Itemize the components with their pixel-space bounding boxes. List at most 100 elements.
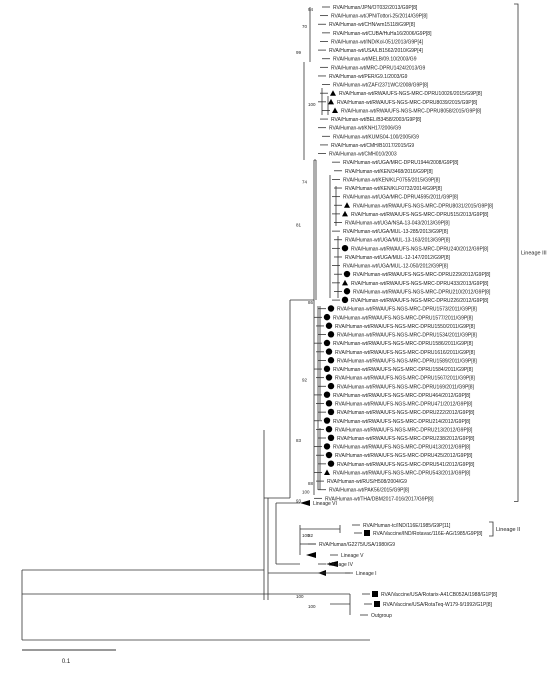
taxon-label: RVA/Human-wt/RWA/UFS-NGS-MRC-DPRU1589/20…	[337, 358, 477, 364]
circle-marker	[327, 460, 335, 467]
triangle-marker	[342, 210, 348, 217]
taxon-label: RVA/Human-wt/RWA/UFS-NGS-MRC-DPRU433/201…	[351, 281, 489, 287]
taxon-label: RVA/Human-wt/RWA/UFS-NGS-MRC-DPRU1584/20…	[333, 367, 473, 373]
circle-marker	[327, 434, 335, 441]
taxon-label: RVA/Human-wt/RWA/UFS-NGS-MRC-DPRU1616/20…	[335, 350, 475, 356]
bootstrap-value: 100	[308, 102, 316, 107]
circle-marker	[323, 443, 331, 450]
taxon-label: RVA/Vaccine/IND/Rotavac/116E-AG/1985/G9P…	[373, 531, 483, 537]
triangle-marker	[342, 279, 348, 286]
taxon-label: RVA/Human-wt/JPN/Tottori-25/2014/G9P[8]	[331, 14, 428, 20]
bootstrap-value: 74	[302, 179, 308, 184]
scale-bar: 0.1	[22, 649, 116, 665]
taxon-label: RVA/Human-wt/CMH010/2003	[329, 152, 397, 158]
taxon-label: RVA/Human-wt/UGA/MUL-13-285/2013/G9P[8]	[343, 229, 448, 235]
taxon-label: RVA/Human-wt/RWA/UFS-NGS-MRC-DPRU1586/20…	[333, 341, 473, 347]
circle-marker	[323, 313, 331, 321]
taxon-label: RVA/Human-wt/RWA/UFS-NGS-MRC-DPRU213/201…	[335, 427, 473, 433]
bootstrap-value: 70	[302, 24, 308, 29]
taxon-labels: RVA/Human/JPN/OT032/2013/G9P[8] RVA/Human…	[313, 5, 498, 619]
taxon-label: RVA/Human/G2275/USA/1980/G9	[319, 542, 395, 548]
bootstrap-value: 93	[296, 498, 302, 503]
circle-marker	[323, 365, 331, 373]
circle-marker	[325, 374, 333, 381]
taxon-label: Lineage V	[341, 553, 364, 559]
taxon-label: RVA/Human-wt/RWA/UFS-NGS-MRC-DPRU238/201…	[337, 436, 475, 442]
taxon-label: RVA/Human-wt/RWA/UFS-NGS-MRC-DPRU8031/20…	[353, 203, 494, 209]
circle-marker	[323, 339, 331, 347]
triangle-marker	[328, 98, 334, 105]
circle-marker	[325, 322, 333, 329]
lineage-bracket	[489, 521, 494, 537]
taxon-label: RVA/Human-wt/PER/G9.1/2003/G9	[329, 74, 408, 80]
taxon-label: RVA/Human-wt/CMH/B1017/2015/G9	[331, 143, 414, 149]
taxon-label: RVA/Vaccine/USA/Rotarix-A41CB052A/1988/G…	[381, 592, 498, 598]
taxon-label: RVA/Human-tc/IND/116E/1985/G9P[11]	[363, 523, 451, 529]
circle-marker	[327, 408, 335, 416]
circle-marker	[327, 305, 335, 312]
taxon-label: RVA/Human-wt/UGA/MUL-13-163/2013/G9P[8]	[345, 238, 450, 244]
taxon-label: RVA/Human-wt/UGA/MRC-DPRU4595/2011/G9P[8…	[343, 195, 459, 201]
taxon-label: RVA/Human-wt/RWA/UFS-NGS-MRC-DPRU515/201…	[351, 212, 489, 218]
bootstrap-value: 100	[308, 604, 316, 609]
bootstrap-value: 99	[296, 50, 302, 55]
taxon-label: RVA/Human/JPN/OT032/2013/G9P[8]	[333, 5, 418, 11]
taxon-label: RVA/Human-wt/RWA/UFS-NGS-MRC-DPRU169/201…	[337, 384, 475, 390]
taxon-label: RVA/Human-wt/USA/LB1562/2010/G9P[4]	[329, 48, 423, 54]
taxon-label: RVA/Human-wt/RWA/UFS-NGS-MRC-DPRU471/201…	[335, 402, 473, 408]
bootstrap-value: 100	[302, 490, 310, 495]
taxon-label: Lineage I	[356, 571, 377, 577]
square-marker	[374, 601, 380, 607]
taxon-label: RVA/Human-wt/RWA/UFS-NGS-MRC-DPRU1567/20…	[335, 376, 475, 382]
taxon-label: RVA/Human-wt/RWA/UFS-NGS-MRC-DPRU226/201…	[351, 298, 489, 304]
collapsed-clade-triangle	[306, 552, 316, 558]
taxon-label: RVA/Human-wt/THA/DBM2017-016/2017/G9P[8]	[325, 496, 434, 502]
taxon-label: RVA/Human-wt/RWA/UFS-NGS-MRC-DPRU464/201…	[333, 393, 471, 399]
taxon-label: Lineage IV	[329, 562, 354, 568]
lineage-bracket	[514, 3, 519, 502]
bootstrap-value: 100	[302, 533, 310, 538]
taxon-label: RVA/Human-wt/RWA/UFS-NGS-MRC-DPRU10026/2…	[339, 91, 483, 97]
taxon-label: RVA/Human-wt/KUMS04-100/2005/G9	[333, 134, 419, 140]
circle-marker	[341, 296, 349, 304]
taxon-label: Lineage VI	[313, 501, 337, 507]
taxon-label: RVA/Human-wt/ZAF/2371WC/2008/G9P[8]	[333, 83, 429, 89]
taxon-label: RVA/Human-wt/RWA/UFS-NGS-MRC-DPRU222/201…	[337, 410, 475, 416]
taxon-label: RVA/Human-wt/UGA/MRC-DPRU1944/2008/G9P[8…	[343, 160, 459, 166]
circle-marker	[323, 391, 331, 398]
lineage-bracket-label: Lineage III	[521, 251, 547, 257]
taxon-label: RVA/Human-wt/KEN/3468/2016/G9P[8]	[345, 169, 433, 175]
collapsed-clade-triangle	[300, 500, 310, 506]
bootstrap-value: 86	[308, 300, 314, 305]
taxon-label: RVA/Human-wt/CHN/wm15118/G9P[8]	[329, 22, 415, 28]
circle-marker	[325, 348, 333, 355]
bootstrap-value: 92	[302, 378, 308, 383]
taxon-label: RVA/Human-wt/RWA/UFS-NGS-MRC-DPRU240/201…	[351, 246, 489, 252]
triangle-marker	[344, 202, 350, 208]
triangle-marker	[330, 90, 336, 96]
bootstrap-value: 94	[308, 7, 314, 12]
circle-marker	[325, 451, 333, 459]
taxon-label: RVA/Human-wt/RWA/UFS-NGS-MRC-DPRU210/201…	[353, 289, 491, 295]
taxon-label: RVA/Human-wt/RWA/UFS-NGS-MRC-DPRU214/201…	[333, 419, 471, 425]
circle-marker	[325, 425, 333, 433]
taxon-label: RVA/Human-wt/RWA/UFS-NGS-MRC-DPRU1577/20…	[333, 315, 473, 321]
taxon-label: RVA/Human-wt/RWA/UFS-NGS-MRC-DPRU8058/20…	[341, 108, 482, 114]
circle-marker	[343, 270, 351, 278]
taxon-label: RVA/Human-wt/RUS/H508/2004/G9	[327, 479, 407, 485]
taxon-label: RVA/Human-wt/RWA/UFS-NGS-MRC-DPRU1550/20…	[335, 324, 475, 330]
circle-marker	[325, 400, 333, 407]
taxon-label: RVA/Human-wt/RWA/UFS-NGS-MRC-DPRU8039/20…	[337, 100, 478, 106]
taxon-label: RVA/Human-wt/RWA/UFS-NGS-MRC-DPRU413/201…	[333, 445, 471, 451]
bootstrap-value: 100	[296, 594, 304, 599]
taxon-label: RVA/Human-wt/RWA/UFS-NGS-MRC-DPRU543/201…	[333, 470, 471, 476]
taxon-label: RVA/Human-wt/KNH17/2006/G9	[329, 126, 401, 132]
taxon-label: RVA/Human-wt/PAK56/2015/G9P[8]	[329, 488, 410, 494]
taxon-label: RVA/Human-wt/CUBA/HuHa16/2006/G9P[8]	[333, 31, 432, 37]
taxon-label: RVA/Human-wt/BEL/B3458/2003/G9P[8]	[331, 117, 422, 123]
taxon-label: RVA/Human-wt/MRC-DPRU1424/2013/G9	[331, 65, 426, 71]
circle-marker	[327, 357, 335, 364]
taxon-label: RVA/Vaccine/USA/RotaTeq-W179-9/1992/G1P[…	[383, 602, 493, 608]
taxon-label: RVA/Human-wt/RWA/UFS-NGS-MRC-DPRU1534/20…	[337, 333, 477, 339]
